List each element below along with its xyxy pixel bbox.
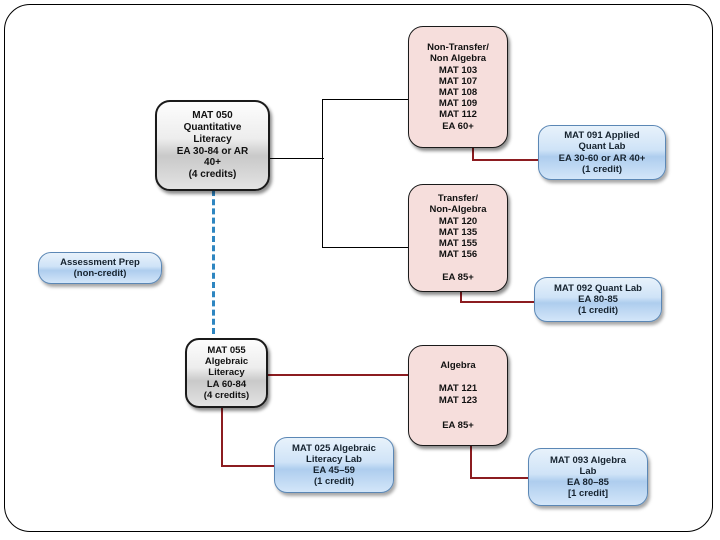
node-mat025-line-2: EA 45–59 (313, 465, 355, 476)
node-transfer-line-7: EA 85+ (442, 271, 474, 283)
node-mat025[interactable]: MAT 025 Algebraic Literacy Lab EA 45–59 … (274, 437, 394, 493)
node-mat092-line-0: MAT 092 Quant Lab (554, 282, 642, 294)
node-mat050-line-5: (4 credits) (188, 169, 237, 181)
node-mat055[interactable]: MAT 055 Algebraic Literacy LA 60-84 (4 c… (185, 338, 268, 408)
node-mat091[interactable]: MAT 091 Applied Quant Lab EA 30-60 or AR… (538, 125, 666, 180)
node-mat050-line-1: Quantitative (183, 121, 242, 133)
node-assessment-prep[interactable]: Assessment Prep (non-credit) (38, 252, 162, 284)
connector-branch-bottom-arm (322, 247, 408, 248)
connector-branch-top-arm (322, 99, 408, 100)
node-mat050-line-2: Literacy (193, 133, 232, 145)
node-non-transfer-line-7: EA 60+ (442, 120, 474, 132)
connector-algebra-drop (470, 446, 472, 478)
node-mat025-line-3: (1 credit) (313, 476, 355, 488)
node-non-transfer-line-5: MAT 109 (438, 98, 478, 110)
node-transfer-line-5: MAT 156 (438, 249, 478, 261)
node-non-transfer-line-1: Non Algebra (429, 53, 487, 65)
node-mat055-line-4: (4 credits) (203, 389, 250, 401)
node-transfer-line-4: MAT 155 (438, 238, 478, 250)
node-mat025-line-0: MAT 025 Algebraic (292, 442, 376, 454)
node-transfer-line-1: Non-Algebra (429, 204, 487, 216)
node-non-transfer-line-4: MAT 108 (438, 87, 478, 98)
node-mat092[interactable]: MAT 092 Quant Lab EA 80-85 (1 credit) (534, 277, 662, 322)
node-mat093-line-2: EA 80–85 (567, 477, 609, 488)
node-non-transfer-non-algebra[interactable]: Non-Transfer/ Non Algebra MAT 103 MAT 10… (408, 26, 508, 148)
node-mat091-line-3: (1 credit) (581, 163, 623, 175)
connector-mat050-to-branch (270, 158, 324, 159)
node-non-transfer-line-3: MAT 107 (438, 75, 478, 87)
node-mat055-line-3: LA 60-84 (206, 378, 247, 390)
node-transfer-non-algebra[interactable]: Transfer/ Non-Algebra MAT 120 MAT 135 MA… (408, 184, 508, 292)
connector-mat050-to-mat055-dashed (212, 190, 215, 334)
connector-algebra-to-mat093 (470, 477, 528, 479)
node-assessment-prep-line-0: Assessment Prep (60, 256, 140, 268)
node-mat050-line-3: EA 30-84 or AR (176, 145, 249, 157)
node-mat025-line-1: Literacy Lab (306, 453, 362, 465)
node-transfer-line-2: MAT 120 (438, 215, 478, 227)
node-assessment-prep-line-1: (non-credit) (73, 268, 127, 279)
connector-mat055-drop (221, 408, 223, 466)
node-mat093-line-0: MAT 093 Algebra (549, 454, 627, 466)
node-algebra-line-0: Algebra (440, 360, 476, 372)
connector-nontransfer-to-mat091 (472, 159, 538, 161)
node-mat091-line-1: Quant Lab (578, 141, 626, 153)
node-mat092-line-1: EA 80-85 (578, 293, 618, 305)
node-mat055-line-0: MAT 055 (207, 344, 246, 356)
node-transfer-line-0: Transfer/ (437, 193, 479, 205)
node-mat092-line-2: (1 credit) (577, 305, 619, 317)
node-mat093-line-3: [1 credit] (567, 488, 609, 500)
connector-transfer-to-mat092 (460, 301, 534, 303)
node-algebra-line-5: EA 85+ (442, 419, 474, 431)
connector-mat055-to-algebra (268, 374, 408, 376)
connector-nontransfer-drop (472, 148, 474, 160)
node-mat050-line-0: MAT 050 (192, 110, 233, 122)
connector-branch-vertical (322, 99, 323, 248)
node-mat091-line-0: MAT 091 Applied (564, 130, 640, 142)
connector-transfer-drop (460, 291, 462, 302)
node-mat093-line-1: Lab (579, 465, 597, 477)
connector-mat055-to-mat025 (221, 465, 274, 467)
node-mat055-line-2: Literacy (208, 367, 245, 379)
node-mat055-line-1: Algebraic (204, 356, 249, 368)
node-mat050-line-4: 40+ (204, 157, 221, 169)
node-algebra-line-3: MAT 123 (438, 394, 478, 406)
node-non-transfer-line-0: Non-Transfer/ (427, 42, 489, 54)
node-mat091-line-2: EA 30-60 or AR 40+ (558, 152, 646, 164)
node-non-transfer-line-6: MAT 112 (439, 109, 477, 121)
node-mat050[interactable]: MAT 050 Quantitative Literacy EA 30-84 o… (155, 100, 270, 191)
node-mat093[interactable]: MAT 093 Algebra Lab EA 80–85 [1 credit] (528, 448, 648, 506)
node-transfer-line-3: MAT 135 (438, 226, 478, 238)
node-algebra-line-2: MAT 121 (438, 383, 478, 395)
node-non-transfer-line-2: MAT 103 (438, 64, 478, 76)
node-algebra[interactable]: Algebra MAT 121 MAT 123 EA 85+ (408, 345, 508, 446)
